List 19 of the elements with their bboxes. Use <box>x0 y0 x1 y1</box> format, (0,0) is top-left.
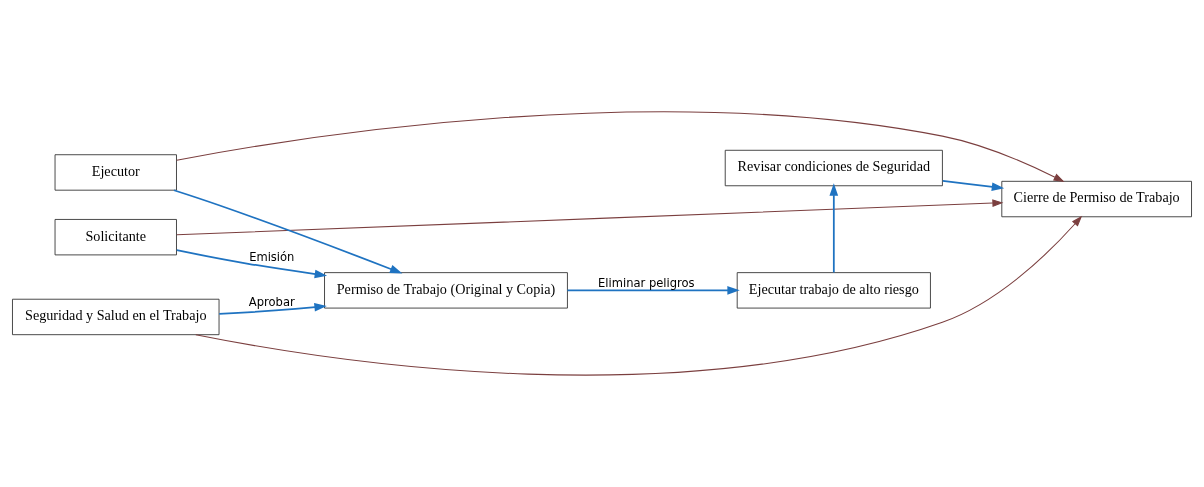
node-box: Ejecutar trabajo de alto riesgo <box>736 272 931 309</box>
arrow <box>176 199 1004 236</box>
node-box: Ejecutor <box>54 154 177 191</box>
edge-label: Emisión <box>249 249 295 264</box>
arrow <box>195 215 1083 376</box>
node-box: Seguridad y Salud en el Trabajo <box>12 298 220 336</box>
node-box: Cierre de Permiso de Trabajo <box>1001 180 1192 218</box>
arrow <box>566 286 740 295</box>
arrow <box>176 111 1065 182</box>
edge-label: Aprobar <box>248 294 295 309</box>
node-box: Revisar condiciones de Seguridad <box>724 149 943 187</box>
arrow <box>941 180 1005 192</box>
arrow <box>218 302 327 315</box>
arrow <box>173 189 403 274</box>
node-box: Solicitante <box>54 219 177 256</box>
node-box: Permiso de Trabajo (Original y Copia) <box>324 272 568 309</box>
edge-label: Eliminar peligros <box>598 276 695 291</box>
arrow <box>175 249 328 279</box>
arrow <box>829 183 839 274</box>
